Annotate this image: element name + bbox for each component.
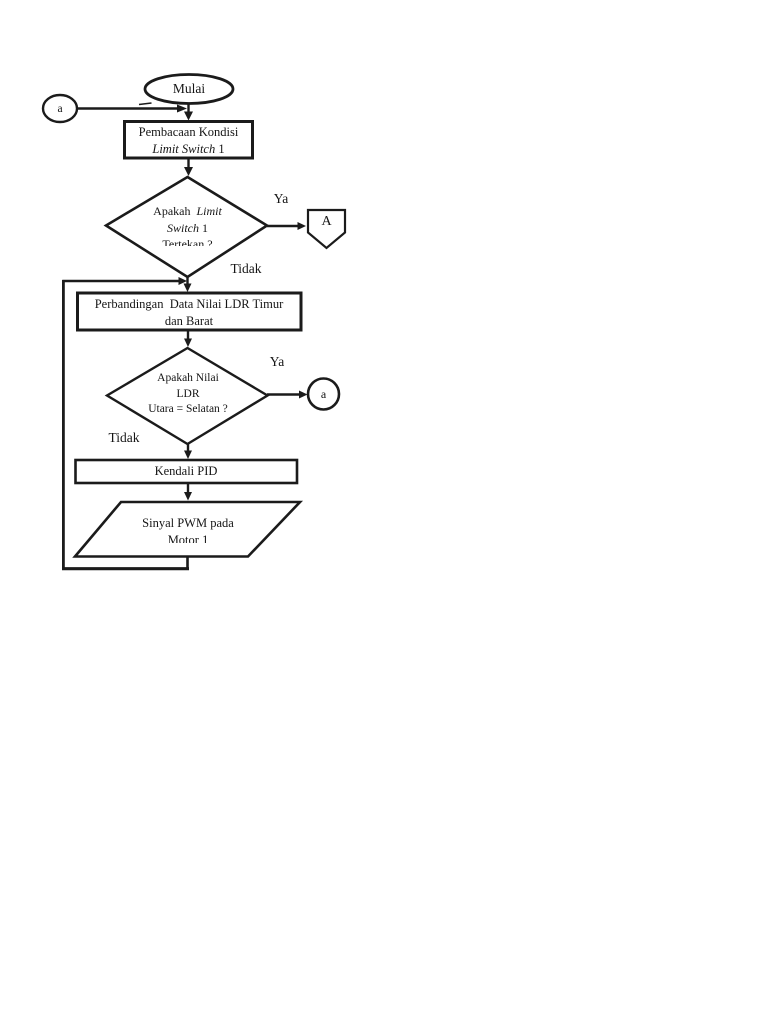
pembacaan-line1: Pembacaan Kondisi (138, 125, 239, 139)
io-pwm-shape (72, 500, 304, 558)
pembacaan-line2-tail: 1 (215, 141, 225, 156)
arrowhead-process1-down (184, 167, 193, 176)
decision2-line1: Apakah Nilai (157, 372, 219, 384)
kendali-text: Kendali PID (154, 464, 218, 478)
tidak2-text: Tidak (108, 430, 140, 445)
perbandingan-line2: dan Barat (164, 314, 214, 328)
io-pwm-label: Sinyal PWM pada Motor 1 (108, 515, 268, 552)
label-tidak-1: Tidak (224, 261, 268, 277)
process-kendali-shape (74, 458, 299, 485)
decision1-line1: Apakah Limit (131, 203, 244, 220)
arrowhead-decision2-down (184, 450, 192, 459)
process-pembacaan-label: Pembacaan Kondisi Limit Switch 1 (126, 124, 251, 155)
start-terminal-label: Mulai (145, 80, 233, 98)
arrowhead-a-right (177, 104, 187, 113)
scan-artifact-dash (138, 102, 152, 106)
arrowhead-start-down (184, 111, 193, 121)
connector-a-right-text: a (320, 386, 327, 401)
connector-a-left-text: a (57, 102, 63, 115)
process-perbandingan-label: Perbandingan Data Nilai LDR Timur dan Ba… (82, 296, 296, 329)
decision1-line1-italic: Limit (196, 204, 222, 218)
tidak1-text: Tidak (230, 261, 262, 276)
pembacaan-line2: Limit Switch 1 (126, 141, 251, 156)
decision-ldr-label: Apakah Nilai LDR Utara = Selatan ? (130, 371, 246, 417)
connector-a-right-label: a (308, 386, 339, 402)
start-label-text: Mulai (172, 81, 206, 96)
decision2-line3: Utara = Selatan ? (148, 403, 228, 415)
decision1-line3: Tertekan ? (162, 237, 213, 246)
pembacaan-line2-italic: Limit Switch (152, 141, 216, 156)
offpage-connector-shape (306, 208, 347, 250)
process-kendali-label: Kendali PID (77, 461, 295, 482)
arrowhead-ya1-right (297, 222, 306, 230)
decision1-line2-italic: Switch (167, 220, 199, 235)
arrowhead-ya2-right (299, 390, 308, 399)
arrowhead-process2-down (184, 338, 192, 347)
offpage-connector-text: A (321, 214, 332, 229)
decision1-line2: Switch 1 (131, 220, 244, 237)
io-line1: Sinyal PWM pada (142, 516, 234, 530)
process-pembacaan-shape (123, 120, 254, 160)
label-ya-1: Ya (264, 191, 298, 207)
arrowhead-kendali-down (184, 492, 192, 501)
process-perbandingan-shape (76, 291, 303, 332)
decision2-line2: LDR (176, 387, 200, 400)
decision1-line2-tail: 1 (199, 220, 208, 235)
ya1-text: Ya (273, 191, 289, 206)
decision-limit-switch-label: Apakah Limit Switch 1 Tertekan ? (131, 203, 244, 251)
offpage-connector-label: A (308, 212, 345, 232)
label-tidak-2: Tidak (102, 430, 146, 446)
arrowhead-junction-down (183, 283, 192, 292)
connector-a-left-label: a (43, 100, 77, 117)
decision1-line1-normal: Apakah (153, 204, 197, 218)
perbandingan-line1: Perbandingan Data Nilai LDR Timur (94, 297, 284, 311)
arrowhead-loop-right (178, 277, 187, 285)
label-ya-2: Ya (260, 354, 294, 370)
io-line2: Motor 1 (167, 533, 209, 543)
ya2-text: Ya (269, 354, 285, 369)
connector-a-right-shape (306, 377, 341, 411)
